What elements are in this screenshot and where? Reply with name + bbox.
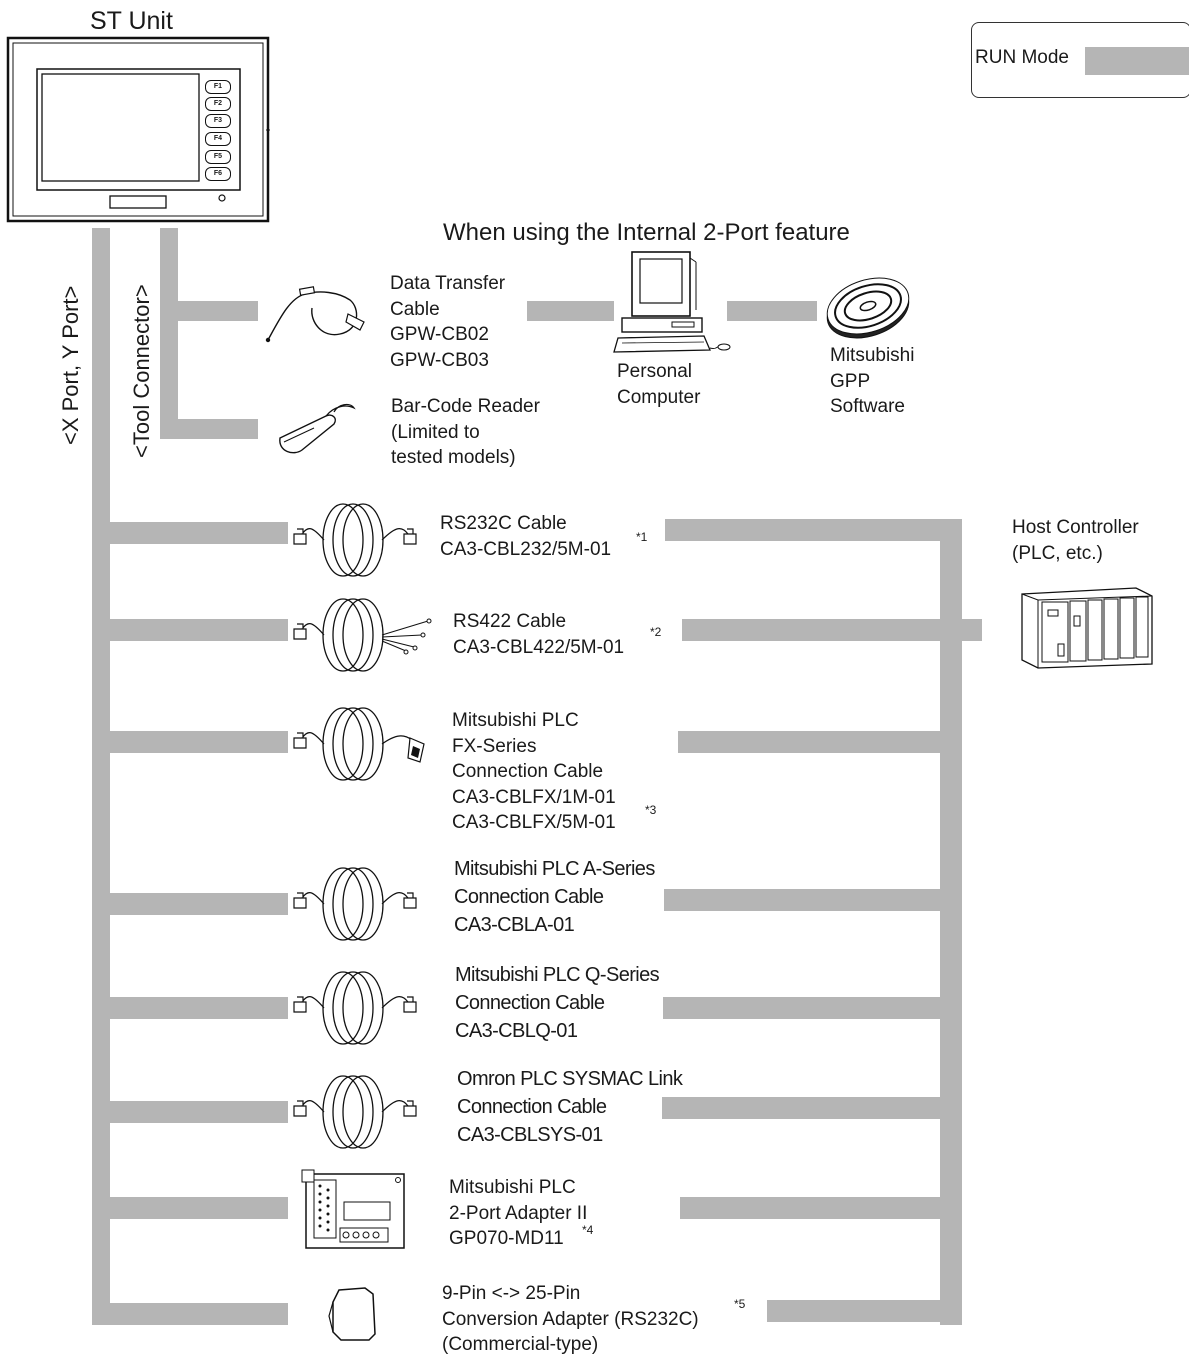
branch-left-fx: [92, 731, 288, 753]
host-trunk: [940, 519, 962, 1325]
branch-left-sysmac: [92, 1101, 288, 1123]
two-port-adapter-icon: [301, 1169, 405, 1249]
xy-port-label: <X Port, Y Port>: [58, 285, 83, 445]
run-mode-box: RUN Mode: [971, 22, 1189, 98]
a-series-cable-label: Mitsubishi PLC A-Series Connection Cable…: [454, 858, 655, 936]
fx-series-cable-label: Mitsubishi PLC FX-Series Connection Cabl…: [452, 710, 616, 833]
rs232c-cable-label: RS232C Cable CA3-CBL232/5M-01: [440, 513, 612, 560]
function-key-f4[interactable]: F4: [205, 132, 231, 146]
link-cable-to-pc: [527, 301, 614, 321]
branch-right-2port: [680, 1197, 962, 1219]
fx-series-note-ref: *3: [645, 803, 657, 817]
branch-right-a-series: [664, 889, 962, 911]
q-series-cable-label: Mitsubishi PLC Q-Series Connection Cable…: [455, 964, 660, 1042]
rs422-note-ref: *2: [650, 625, 662, 639]
link-pc-to-software: [727, 301, 817, 321]
branch-right-rs422: [682, 619, 962, 641]
personal-computer-icon: [613, 251, 731, 353]
branch-right-rs232c: [665, 519, 962, 541]
sysmac-cable-label: Omron PLC SYSMAC Link Connection Cable C…: [457, 1068, 683, 1146]
function-key-f1[interactable]: F1: [205, 80, 231, 94]
branch-left-2port: [92, 1197, 288, 1219]
run-mode-label: RUN Mode: [975, 47, 1069, 68]
branch-left-rs232c: [92, 522, 288, 544]
rs422-cable-label: RS422 Cable CA3-CBL422/5M-01: [453, 611, 625, 658]
gpp-software-label: Mitsubishi GPP Software: [830, 345, 915, 417]
two-port-adapter-label: Mitsubishi PLC 2-Port Adapter II GP070-M…: [449, 1177, 588, 1249]
q-series-cable-icon: [293, 971, 417, 1045]
barcode-reader-label: Bar-Code Reader (Limited to tested model…: [391, 396, 540, 468]
function-key-f5[interactable]: F5: [205, 150, 231, 164]
conversion-adapter-icon: [328, 1287, 376, 1341]
conversion-adapter-note-ref: *5: [734, 1297, 746, 1311]
tool-branch-barcode: [160, 419, 258, 439]
data-transfer-cable-icon: [265, 286, 365, 343]
st-unit-title: ST Unit: [90, 7, 173, 35]
sysmac-cable-icon: [293, 1075, 417, 1149]
fx-series-cable-icon: [293, 707, 425, 781]
rs232c-note-ref: *1: [636, 530, 648, 544]
function-key-f2[interactable]: F2: [205, 97, 231, 111]
branch-right-fx: [678, 731, 962, 753]
data-transfer-cable-label: Data Transfer Cable GPW-CB02 GPW-CB03: [390, 273, 506, 371]
tool-connector-label: <Tool Connector>: [129, 284, 154, 458]
branch-left-conversion: [92, 1303, 288, 1325]
tool-connector-trunk: [160, 228, 178, 438]
branch-left-rs422: [92, 619, 288, 641]
a-series-cable-icon: [293, 867, 417, 941]
two-port-adapter-note-ref: *4: [582, 1223, 594, 1237]
conversion-adapter-label: 9-Pin <-> 25-Pin Conversion Adapter (RS2…: [442, 1283, 699, 1355]
branch-right-sysmac: [662, 1097, 962, 1119]
rs422-cable-icon: [293, 598, 432, 672]
personal-computer-label: Personal Computer: [617, 361, 701, 408]
tool-branch-data-transfer: [160, 301, 258, 321]
function-key-f6[interactable]: F6: [205, 167, 231, 181]
xy-port-trunk: [92, 228, 110, 1325]
branch-right-conversion: [767, 1300, 962, 1322]
run-mode-indicator: [1085, 47, 1189, 75]
barcode-reader-icon: [279, 403, 356, 454]
branch-left-q-series: [92, 997, 288, 1019]
branch-left-a-series: [92, 893, 288, 915]
rs232c-cable-icon: [293, 503, 417, 577]
branch-right-q-series: [663, 997, 962, 1019]
host-controller-label: Host Controller (PLC, etc.): [1012, 517, 1139, 564]
gpp-software-disc-icon: [826, 277, 910, 339]
st-unit-panel: [6, 36, 270, 223]
host-plc-rack-icon: [1021, 587, 1153, 669]
function-key-f3[interactable]: F3: [205, 114, 231, 128]
internal-2port-title: When using the Internal 2-Port feature: [443, 219, 850, 246]
